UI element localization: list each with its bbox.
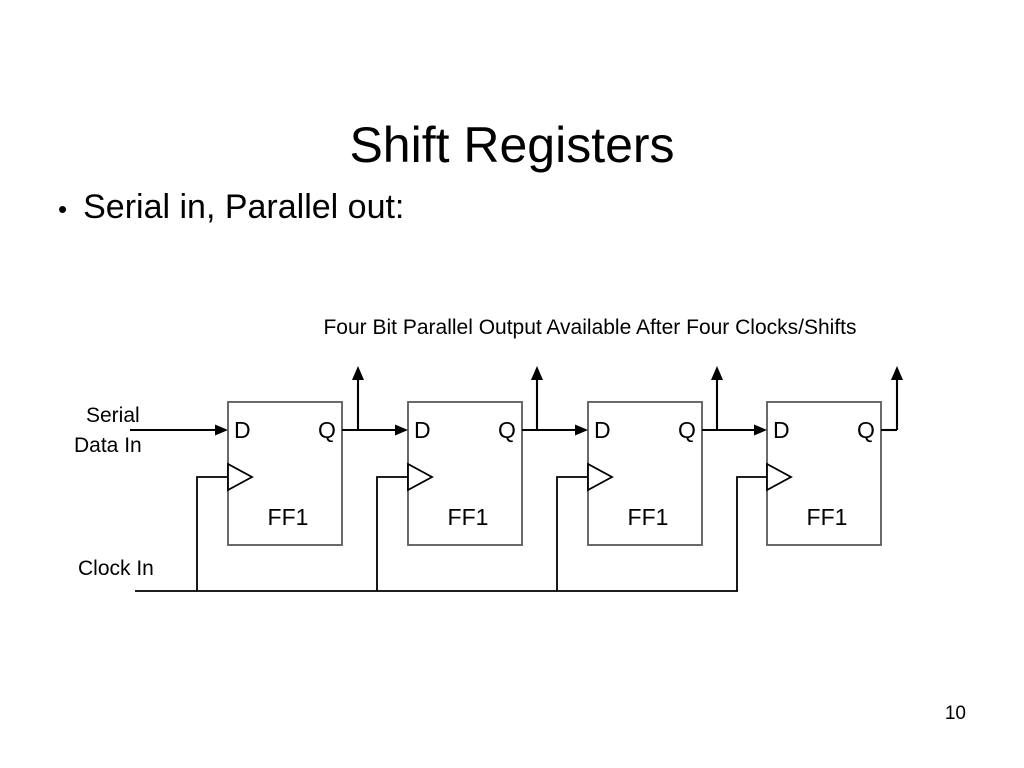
serial-data-in-label-line2: Data In	[74, 434, 142, 457]
parallel-output-4-arrowhead	[891, 366, 903, 380]
bullet-item-label: Serial in, Parallel out:	[83, 188, 405, 226]
clock-riser-1	[196, 476, 228, 591]
flipflop-block-2: D Q FF1	[407, 401, 523, 546]
page-title: Shift Registers	[349, 116, 675, 173]
flipflop-1-q-port-label: Q	[318, 417, 336, 443]
shift-register-diagram: Four Bit Parallel Output Available After…	[0, 300, 1024, 610]
flipflop-4-name-label: FF1	[807, 504, 848, 530]
parallel-output-1-arrowhead	[352, 366, 364, 380]
serial-data-in-label-line1: Serial	[86, 404, 140, 427]
flipflop-1-body	[227, 401, 343, 546]
flipflop-4-q-port-label: Q	[857, 417, 875, 443]
parallel-output-4	[891, 366, 903, 430]
q1-to-d2-arrowhead	[395, 424, 408, 436]
flipflop-3-q-port-label: Q	[678, 417, 696, 443]
flipflop-3-d-port-label: D	[594, 417, 611, 443]
flipflop-1-name-label: FF1	[268, 504, 309, 530]
flipflop-2-d-port-label: D	[414, 417, 431, 443]
flipflop-4-d-port-label: D	[773, 417, 790, 443]
flipflop-3-name-label: FF1	[628, 504, 669, 530]
parallel-output-3-arrowhead	[711, 366, 723, 380]
clock-in-label: Clock In	[78, 557, 154, 580]
parallel-output-1	[352, 366, 364, 430]
flipflop-2-q-port-label: Q	[498, 417, 516, 443]
clock-riser-4	[736, 476, 767, 591]
parallel-output-3	[711, 366, 723, 430]
flipflop-block-3: D Q FF1	[587, 401, 703, 546]
bullet-marker-icon: •	[58, 194, 68, 224]
flipflop-3-body	[587, 401, 703, 546]
clock-riser-3	[556, 476, 588, 591]
flipflop-1-d-port-label: D	[234, 417, 251, 443]
flipflop-2-name-label: FF1	[448, 504, 489, 530]
bullet-list-item: • Serial in, Parallel out:	[58, 186, 404, 230]
parallel-output-2	[531, 366, 543, 430]
q2-to-d3-arrowhead	[575, 424, 588, 436]
serial-input-arrowhead	[215, 424, 228, 436]
parallel-output-2-arrowhead	[531, 366, 543, 380]
flipflop-block-4: D Q FF1	[766, 401, 882, 546]
page-number: 10	[944, 703, 966, 724]
flipflop-block-1: D Q FF1	[227, 401, 343, 546]
clock-riser-2	[376, 476, 408, 591]
q3-to-d4-arrowhead	[754, 424, 767, 436]
diagram-caption: Four Bit Parallel Output Available After…	[323, 316, 856, 339]
